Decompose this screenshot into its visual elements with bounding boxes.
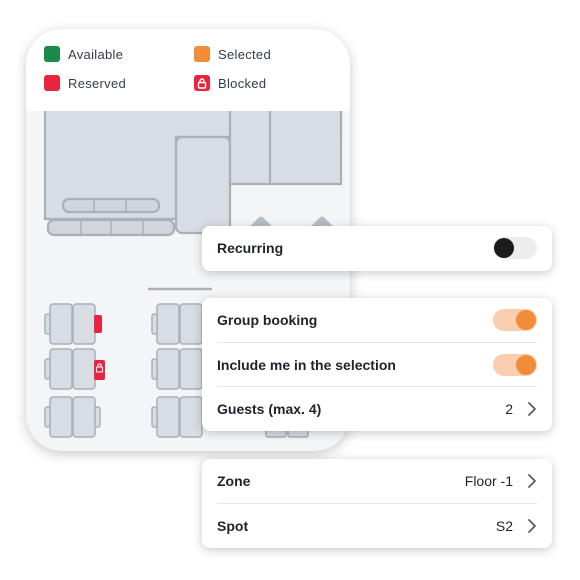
reserved-swatch: [44, 75, 60, 91]
guests-row[interactable]: Guests (max. 4) 2: [217, 387, 537, 431]
map-seat: [179, 348, 203, 390]
spot-label: Spot: [217, 518, 249, 534]
map-blocked-lock-icon: [95, 363, 104, 373]
map-seat-blocked-marker: [94, 360, 105, 380]
divider: [217, 503, 537, 504]
include-me-row[interactable]: Include me in the selection: [217, 343, 537, 387]
guests-value-wrap: 2: [505, 401, 537, 417]
zone-row[interactable]: Zone Floor -1: [217, 459, 537, 503]
group-booking-toggle[interactable]: [493, 309, 537, 331]
group-booking-label: Group booking: [217, 312, 318, 328]
map-bench-upper: [61, 197, 161, 214]
legend-blocked: Blocked: [194, 74, 266, 92]
legend-blocked-label: Blocked: [218, 75, 267, 91]
map-room-inner: [174, 135, 232, 235]
location-card: Zone Floor -1 Spot S2: [202, 459, 552, 548]
map-seat: [156, 396, 180, 438]
map-seat: [156, 348, 180, 390]
map-seat: [49, 303, 73, 345]
map-seat: [156, 303, 180, 345]
zone-label: Zone: [217, 473, 251, 489]
toggle-knob: [494, 238, 514, 258]
available-swatch: [44, 46, 60, 62]
include-me-toggle[interactable]: [493, 354, 537, 376]
toggle-knob: [516, 310, 536, 330]
legend: Available Selected Reserved Blocked: [26, 29, 350, 111]
recurring-card: Recurring: [202, 226, 552, 271]
legend-selected-label: Selected: [218, 46, 271, 62]
toggle-knob: [516, 355, 536, 375]
guests-value: 2: [505, 401, 513, 417]
chevron-right-icon: [528, 519, 536, 533]
map-seat: [72, 396, 96, 438]
recurring-toggle[interactable]: [493, 237, 537, 259]
selected-swatch: [194, 46, 210, 62]
legend-reserved-label: Reserved: [68, 75, 127, 91]
spot-value-wrap: S2: [496, 518, 537, 534]
map-room-right: [228, 111, 343, 186]
map-seat: [49, 348, 73, 390]
blocked-swatch: [194, 75, 210, 91]
legend-available: Available: [44, 45, 123, 63]
guests-label: Guests (max. 4): [217, 401, 322, 417]
recurring-label: Recurring: [217, 240, 284, 256]
map-seat: [72, 348, 96, 390]
map-seat: [49, 396, 73, 438]
spot-row[interactable]: Spot S2: [217, 504, 537, 548]
legend-reserved: Reserved: [44, 74, 126, 92]
recurring-row[interactable]: Recurring: [217, 226, 537, 270]
chevron-right-icon: [528, 402, 536, 416]
map-seat: [179, 303, 203, 345]
map-seat: [179, 396, 203, 438]
lock-icon: [197, 77, 207, 89]
chevron-right-icon: [528, 474, 536, 488]
include-me-label: Include me in the selection: [217, 357, 396, 373]
legend-selected: Selected: [194, 45, 271, 63]
floor-map[interactable]: [26, 111, 350, 451]
legend-available-label: Available: [68, 46, 124, 62]
zone-value: Floor -1: [464, 473, 513, 489]
divider: [217, 342, 537, 343]
zone-value-wrap: Floor -1: [465, 473, 537, 489]
map-seat: [72, 303, 96, 345]
map-seat-reserved-marker: [94, 315, 102, 333]
group-booking-row[interactable]: Group booking: [217, 298, 537, 342]
group-booking-card: Group booking Include me in the selectio…: [202, 298, 552, 431]
spot-value: S2: [495, 518, 513, 534]
divider: [217, 386, 537, 387]
